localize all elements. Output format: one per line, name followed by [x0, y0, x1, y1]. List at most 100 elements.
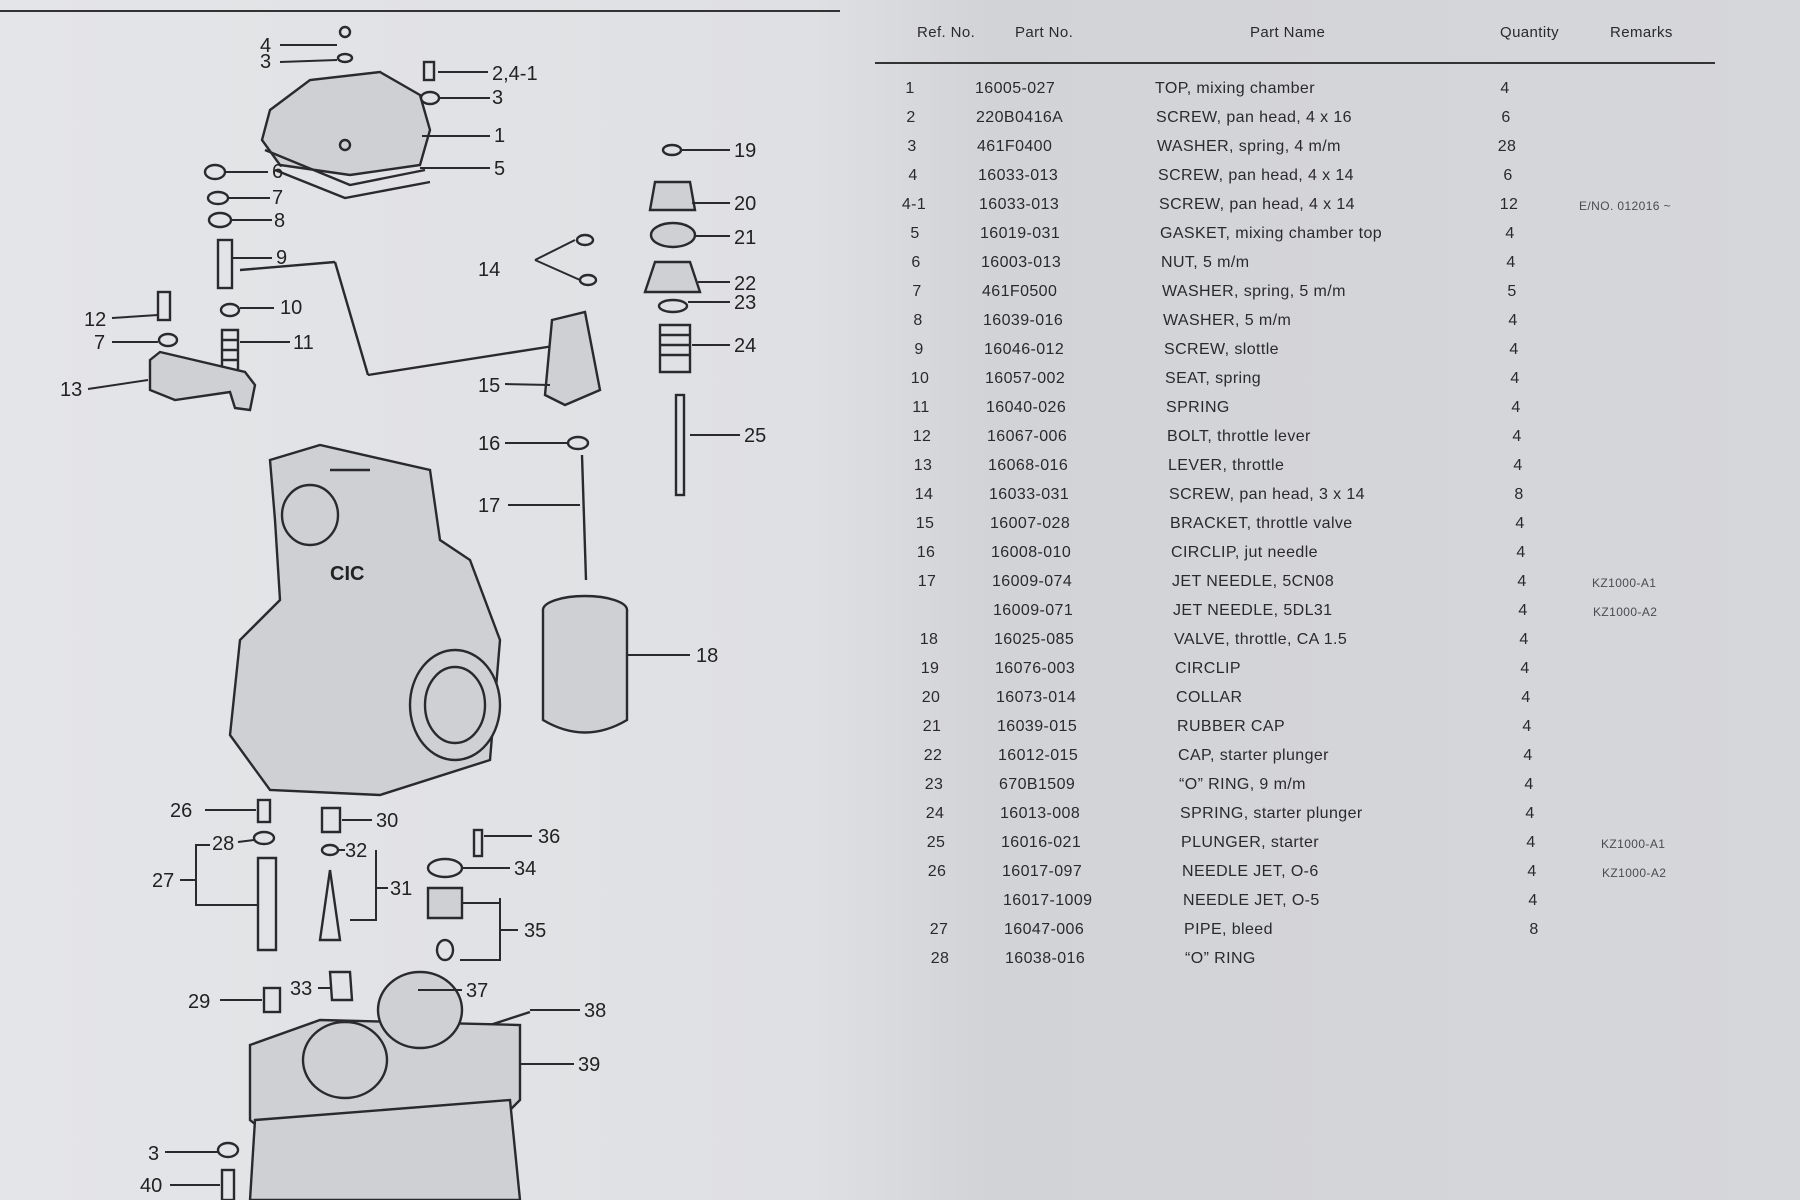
- part-no-cell: 16007-028: [990, 515, 1071, 532]
- quantity-cell: 4: [1527, 863, 1537, 880]
- remarks-cell: KZ1000-A2: [1593, 605, 1658, 619]
- callout-label: 18: [696, 645, 718, 667]
- quantity-cell: 8: [1529, 921, 1539, 938]
- ref-no-cell: 4-1: [901, 196, 927, 213]
- quantity-cell: 4: [1500, 80, 1510, 97]
- quantity-cell: 4: [1509, 341, 1519, 358]
- ref-no-cell: 20: [921, 689, 941, 706]
- callout-label: 1: [494, 125, 505, 147]
- exploded-diagram: CIC: [0, 0, 860, 1200]
- callout-label: 7: [272, 187, 283, 209]
- part-no-cell: 16033-013: [978, 167, 1059, 184]
- quantity-cell: 4: [1526, 834, 1536, 851]
- callout-label: 33: [290, 978, 312, 1000]
- part-name-cell: CIRCLIP: [1175, 660, 1241, 677]
- ref-no-cell: 12: [912, 428, 932, 445]
- quantity-cell: 4: [1511, 399, 1521, 416]
- part-name-cell: CAP, starter plunger: [1178, 747, 1329, 764]
- callout-label: 8: [274, 210, 285, 232]
- callout-label: 12: [84, 309, 106, 331]
- diagram-callouts: 4 3 2,4-1 3 1 5 6 7 8 9: [60, 35, 766, 1197]
- callout-label: 27: [152, 870, 174, 892]
- callout-label: 13: [60, 379, 82, 401]
- part-name-cell: LEVER, throttle: [1168, 457, 1285, 474]
- callout-label: 36: [538, 826, 560, 848]
- table-header: Ref. No. Part No. Part Name Quantity Rem…: [875, 14, 1715, 64]
- part-no-cell: 16038-016: [1005, 950, 1086, 967]
- part-no-cell: 16033-013: [979, 196, 1060, 213]
- part-no-cell: 16016-021: [1001, 834, 1082, 851]
- part-name-cell: WASHER, spring, 5 m/m: [1162, 283, 1346, 300]
- callout-label: 9: [276, 247, 287, 269]
- ref-no-cell: 15: [915, 515, 935, 532]
- remarks-cell: E/NO. 012016 ~: [1579, 199, 1671, 213]
- part-no-cell: 670B1509: [999, 776, 1076, 793]
- quantity-cell: 4: [1523, 747, 1533, 764]
- quantity-cell: 4: [1522, 718, 1532, 735]
- header-part-no: Part No.: [1015, 24, 1074, 41]
- part-no-cell: 16013-008: [1000, 805, 1081, 822]
- callout-label: 17: [478, 495, 500, 517]
- quantity-cell: 4: [1512, 428, 1522, 445]
- part-no-cell: 16068-016: [988, 457, 1069, 474]
- ref-no-cell: 2: [906, 109, 916, 126]
- part-name-cell: NUT, 5 m/m: [1161, 254, 1250, 271]
- quantity-cell: 4: [1506, 254, 1516, 271]
- quantity-cell: 4: [1525, 805, 1535, 822]
- part-name-cell: “O” RING: [1185, 950, 1256, 967]
- ref-no-cell: 17: [917, 573, 937, 590]
- part-name-cell: WASHER, spring, 4 m/m: [1157, 138, 1341, 155]
- quantity-cell: 4: [1508, 312, 1518, 329]
- ref-no-cell: 4: [908, 167, 918, 184]
- callout-label: 40: [140, 1175, 162, 1197]
- carburetor-body-drawing: CIC: [228, 443, 502, 797]
- quantity-cell: 6: [1503, 167, 1513, 184]
- part-name-cell: SCREW, pan head, 3 x 14: [1169, 486, 1365, 503]
- part-no-cell: 16008-010: [991, 544, 1072, 561]
- part-no-cell: 16047-006: [1004, 921, 1085, 938]
- part-name-cell: NEEDLE JET, O-6: [1182, 863, 1319, 880]
- header-remarks: Remarks: [1610, 24, 1673, 41]
- part-name-cell: PIPE, bleed: [1184, 921, 1273, 938]
- part-name-cell: PLUNGER, starter: [1181, 834, 1319, 851]
- part-no-cell: 16012-015: [998, 747, 1079, 764]
- callout-label: 38: [584, 1000, 606, 1022]
- ref-no-cell: 23: [924, 776, 944, 793]
- part-no-cell: 461F0500: [982, 283, 1058, 300]
- remarks-cell: KZ1000-A2: [1602, 866, 1667, 880]
- quantity-cell: 4: [1515, 515, 1525, 532]
- callout-label: 30: [376, 810, 398, 832]
- callout-label: 21: [734, 227, 756, 249]
- ref-no-cell: 3: [907, 138, 917, 155]
- callout-label: 22: [734, 273, 756, 295]
- part-name-cell: WASHER, 5 m/m: [1163, 312, 1292, 329]
- ref-no-cell: 22: [923, 747, 943, 764]
- part-name-cell: SPRING, starter plunger: [1180, 805, 1363, 822]
- callout-label: 5: [494, 158, 505, 180]
- header-ref-no: Ref. No.: [917, 24, 976, 41]
- callout-label: 37: [466, 980, 488, 1002]
- callout-label: 6: [272, 161, 283, 183]
- throttle-valve-drawing: [541, 594, 629, 734]
- parts-list-table: Ref. No. Part No. Part Name Quantity Rem…: [875, 14, 1715, 973]
- callout-label: 14: [478, 259, 500, 281]
- part-name-cell: TOP, mixing chamber: [1155, 80, 1315, 97]
- ref-no-cell: 9: [914, 341, 924, 358]
- top-hardware-drawing: [156, 25, 441, 374]
- lower-jets-drawing: [252, 798, 531, 1027]
- ref-no-cell: 26: [927, 863, 947, 880]
- ref-no-cell: 8: [913, 312, 923, 329]
- remarks-cell: KZ1000-A1: [1601, 837, 1666, 851]
- callout-label: 34: [514, 858, 536, 880]
